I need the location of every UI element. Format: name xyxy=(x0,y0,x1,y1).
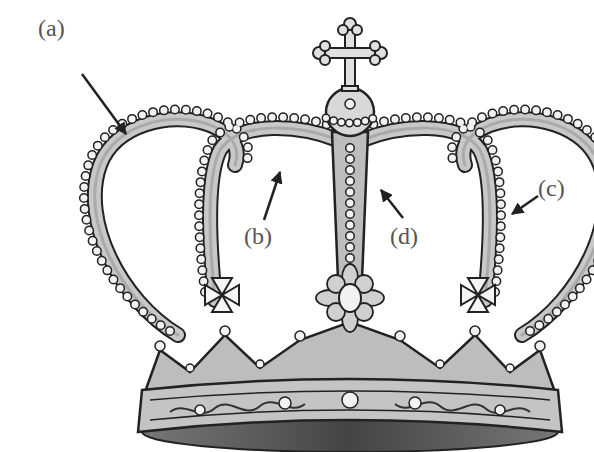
leader-arrow xyxy=(82,74,538,220)
callout-label: (b) xyxy=(244,224,272,248)
callout-label: (a) xyxy=(38,16,65,40)
orb xyxy=(326,88,374,136)
center-flower xyxy=(316,264,384,332)
callout-label: (d) xyxy=(390,224,418,248)
cross xyxy=(313,18,387,91)
headband xyxy=(138,379,562,432)
crown-arches xyxy=(84,110,594,335)
maltese-cross xyxy=(205,278,495,312)
callout-label: (c) xyxy=(538,176,565,200)
center-pillar xyxy=(332,132,368,280)
